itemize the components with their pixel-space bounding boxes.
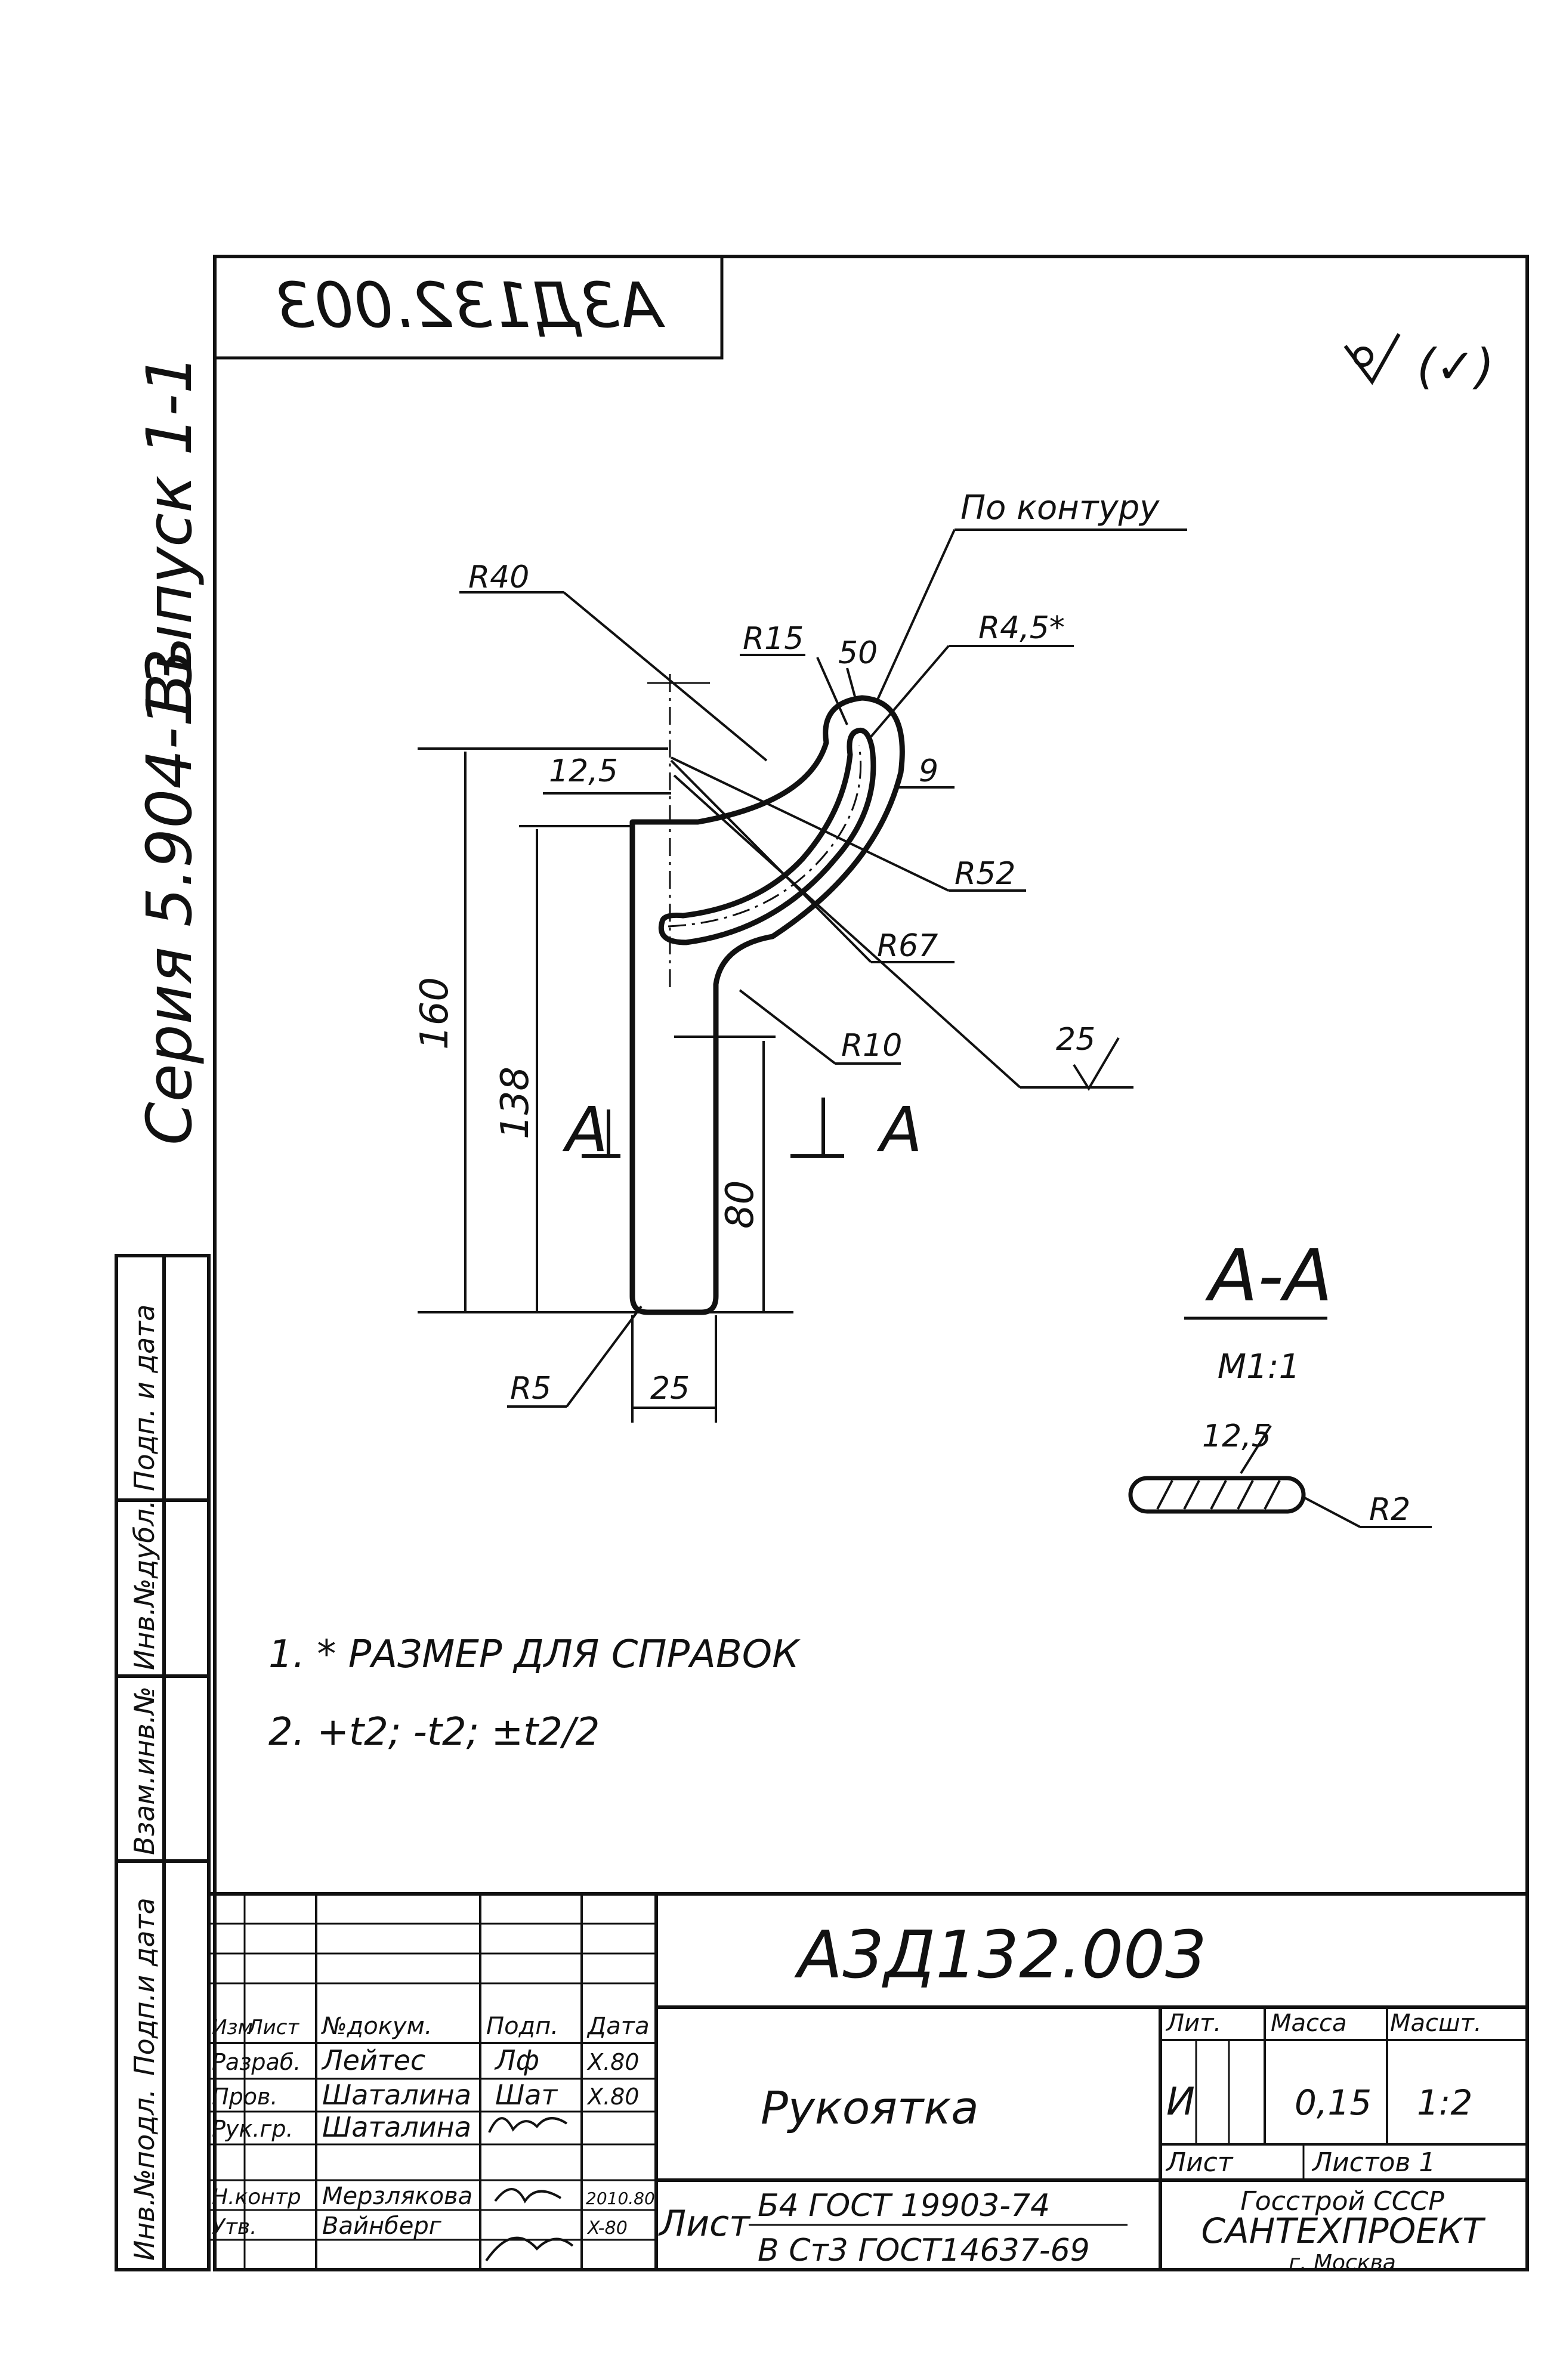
row-0-date: X.80 (586, 2049, 639, 2075)
dim-r10: R10 (841, 1028, 902, 1064)
material-prefix: Лист (658, 2203, 751, 2245)
dim-r40: R40 (468, 560, 529, 595)
sheet-label: Лист (1165, 2147, 1234, 2178)
side-vzam-inv: Взам.инв.№ (128, 1686, 160, 1855)
dim-125: 12,5 (549, 753, 618, 789)
scale-value: 1:2 (1417, 2082, 1472, 2123)
row-4-role: Н.контр (212, 2185, 301, 2209)
series-issue: Выпуск 1-1 (133, 354, 206, 716)
row-5-date: X-80 (586, 2218, 628, 2239)
dim-r52: R52 (955, 856, 1015, 892)
part-name: Рукоятка (761, 2081, 979, 2134)
surface-finish-symbol (1343, 333, 1401, 385)
material-top: Б4 ГОСТ 19903-74 (758, 2188, 1050, 2224)
section-scale: M1:1 (1218, 1347, 1300, 1386)
title-block-grid (209, 1892, 1527, 2270)
section-mark-right: A (876, 1093, 922, 1166)
row-0-sign: Лф (494, 2044, 539, 2076)
side-inv-podl: Инв.№подл. (128, 2089, 160, 2261)
dim-r15: R15 (743, 621, 804, 657)
row-2-role: Рук.гр. (212, 2116, 294, 2142)
org-line2: САНТЕХПРОЕКТ (1201, 2211, 1486, 2251)
part-outline (629, 695, 905, 1315)
row-4-date: 2010.80 (586, 2189, 655, 2208)
section-markers (582, 1098, 844, 1158)
header-list: Лист (246, 2016, 299, 2039)
dim-r5: R5 (510, 1371, 551, 1407)
lit-value: И (1166, 2080, 1195, 2124)
org-line1: Госстрой СССР (1240, 2186, 1444, 2217)
drawing-frame (115, 255, 1529, 2271)
dimension-lines (418, 528, 1187, 1423)
mirrored-code-stamp: А3Д132.003 (213, 255, 724, 360)
row-2-name: Шаталина (322, 2111, 471, 2143)
sheets-label: Листов 1 (1311, 2147, 1435, 2178)
row-1-date: X.80 (586, 2084, 639, 2110)
note-2: 2. +t2; -t2; ±t2/2 (268, 1710, 600, 1754)
row-0-name: Лейтес (321, 2044, 425, 2076)
side-podp-date-top: Подп. и дата (128, 1305, 160, 1491)
mass-value: 0,15 (1295, 2082, 1372, 2123)
dim-160: 160 (413, 977, 457, 1050)
surface-finish-bracket: (✓) (1417, 339, 1494, 394)
roughness-value: 25 (1056, 1022, 1095, 1058)
signatures (485, 2117, 574, 2262)
dim-9: 9 (919, 753, 938, 789)
header-doc: №докум. (321, 2013, 432, 2040)
drawing-number: А3Д132.003 (794, 1917, 1207, 1993)
series-label: Серия 5.904-13 (133, 648, 206, 1145)
material-bottom: В Ст3 ГОСТ14637-69 (758, 2233, 1090, 2268)
dim-80: 80 (718, 1180, 762, 1229)
slot-centerline (668, 745, 862, 928)
row-1-sign: Шат (495, 2079, 558, 2111)
header-izm: Изм (212, 2016, 253, 2039)
side-inv-dubl: Инв.№дубл. (128, 1500, 160, 1670)
header-podp: Подп. (486, 2013, 558, 2040)
dim-25: 25 (650, 1371, 690, 1407)
contour-note: По контуру (960, 489, 1160, 527)
lit-label: Лит. (1165, 2010, 1221, 2037)
row-0-role: Разраб. (212, 2049, 301, 2075)
row-1-role: Пров. (212, 2084, 277, 2110)
row-5-role: Утв. (212, 2215, 257, 2239)
dim-138: 138 (493, 1067, 538, 1139)
note-1: 1. * РАЗМЕР ДЛЯ СПРАВОК (268, 1633, 801, 1677)
row-1-name: Шаталина (322, 2079, 471, 2111)
dim-r67: R67 (877, 928, 938, 964)
mirrored-code-text: А3Д132.003 (275, 269, 666, 342)
scale-label: Масшт. (1390, 2010, 1482, 2037)
header-date: Дата (586, 2013, 650, 2040)
side-podp-date-bottom: Подп.и дата (128, 1897, 160, 2076)
row-5-name: Вайнберг (322, 2212, 442, 2240)
section-width: 12,5 (1202, 1418, 1271, 1454)
org-line3: г. Москва (1289, 2251, 1396, 2275)
section-mark-left: A (562, 1093, 608, 1166)
section-profile (1128, 1424, 1432, 1528)
dim-50: 50 (838, 635, 878, 671)
mass-label: Масса (1271, 2010, 1347, 2037)
section-title: A-A (1204, 1235, 1332, 1318)
section-radius: R2 (1369, 1492, 1410, 1528)
row-4-name: Мерзлякова (322, 2183, 472, 2210)
dim-r45: R4,5* (978, 610, 1065, 646)
